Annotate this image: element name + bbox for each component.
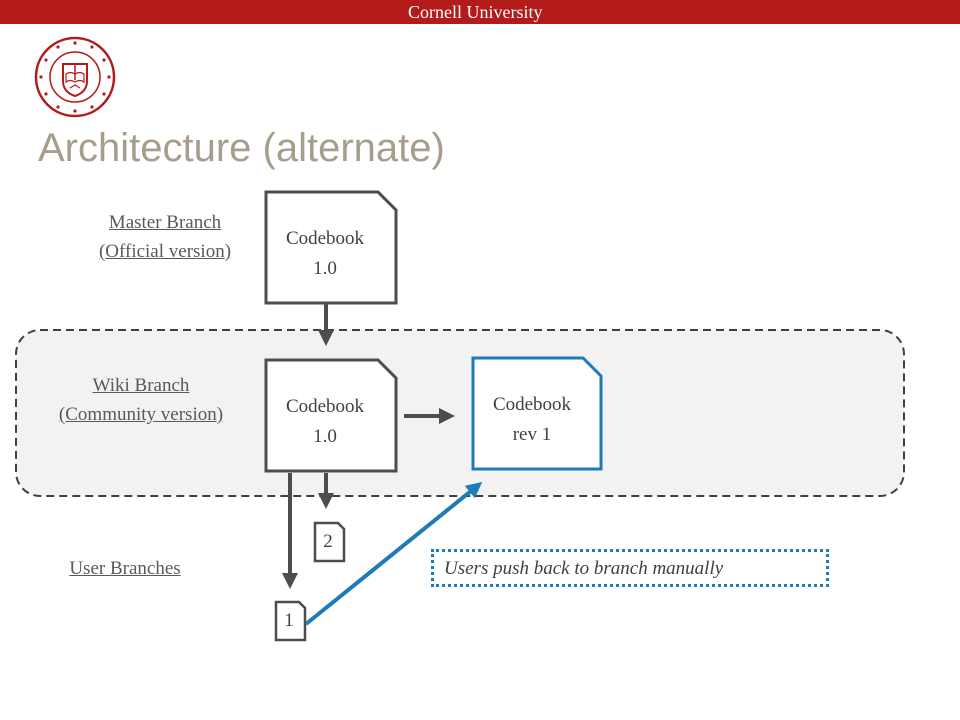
codebook-rev1-text: Codebook rev 1 xyxy=(492,394,572,445)
wiki-codebook-doc xyxy=(264,358,398,473)
brand-name: Cornell University xyxy=(408,2,543,22)
user-doc-1 xyxy=(274,600,307,642)
user-doc-2-label: 2 xyxy=(323,531,333,552)
wiki-region xyxy=(15,329,905,497)
master-branch-subtitle: (Official version) xyxy=(98,241,232,262)
wiki-branch-label: Wiki Branch (Community version) xyxy=(16,371,266,429)
university-seal xyxy=(34,36,116,118)
push-back-note: Users push back to branch manually xyxy=(431,549,829,587)
user-doc-2 xyxy=(313,521,346,563)
wiki-branch-subtitle: (Community version) xyxy=(58,404,224,425)
user-branches-label: User Branches xyxy=(69,558,181,579)
master-branch-title: Master Branch xyxy=(108,212,222,233)
brand-bar: Cornell University xyxy=(0,0,960,24)
codebook-rev1-doc xyxy=(471,356,603,471)
user-doc-1-label: 1 xyxy=(284,610,294,631)
master-branch-label: Master Branch (Official version) xyxy=(40,208,290,266)
arrow-user1-push-back xyxy=(304,481,483,626)
wiki-codebook-text: Codebook 1.0 xyxy=(285,396,365,447)
wiki-branch-title: Wiki Branch xyxy=(92,375,190,396)
master-codebook-doc xyxy=(264,190,398,305)
master-codebook-text: Codebook 1.0 xyxy=(285,228,365,279)
slide-title: Architecture (alternate) xyxy=(38,126,445,170)
